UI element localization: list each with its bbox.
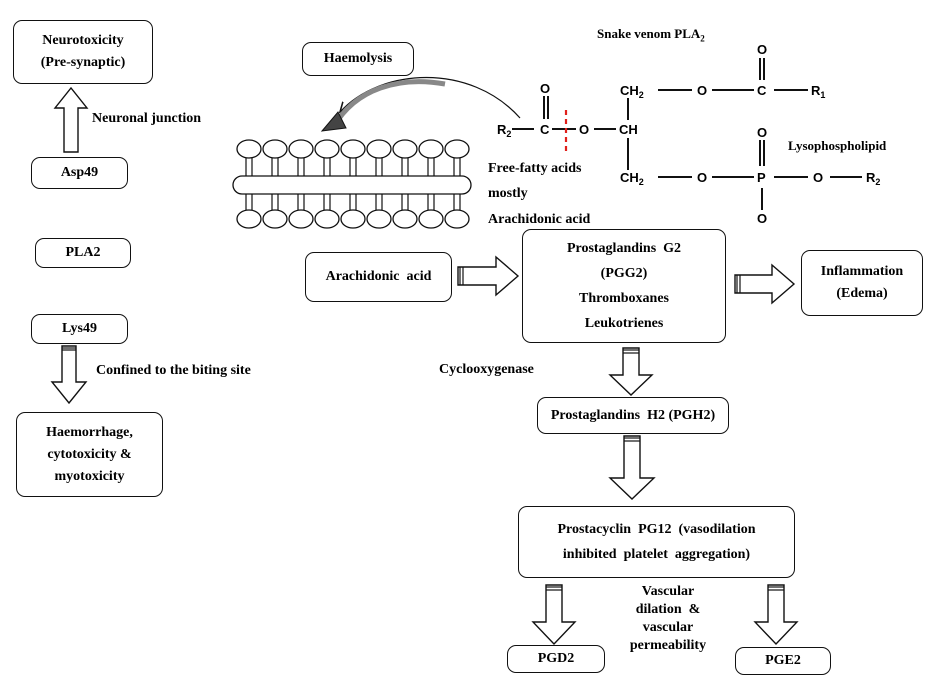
arachidonic-acid-label: Arachidonic acid — [325, 269, 432, 284]
down-arrow-cyclooxygenase — [608, 347, 654, 396]
cyclooxygenase-label: Cyclooxygenase — [439, 362, 534, 377]
atom-r2-left: R2 — [497, 122, 511, 139]
pla2-label: PLA2 — [65, 245, 101, 260]
pg-line1: Prostaglandins G2 — [566, 241, 682, 256]
haemolysis-arrows — [320, 77, 521, 132]
haemolysis-label: Haemolysis — [323, 51, 393, 66]
down-arrow-pge2 — [753, 584, 799, 646]
vascular-line1: Vascular — [641, 584, 695, 599]
pgh2-box: Prostaglandins H2 (PGH2) — [537, 397, 729, 434]
atom-c-left: C — [540, 122, 550, 137]
right-arrow-arachidonic — [457, 255, 520, 297]
vascular-line4: permeability — [629, 638, 707, 653]
down-arrow-confined — [50, 345, 88, 405]
haemorrhage-line2: cytotoxicity & — [47, 446, 132, 462]
right-arrow-inflammation — [734, 263, 796, 305]
free-fatty-line3: Arachidonic acid — [488, 212, 591, 227]
atom-labels: R2 C O O CH CH2 CH2 O C O R1 O P O O O R… — [497, 42, 880, 226]
pg-line3: Thromboxanes — [579, 291, 669, 306]
haemorrhage-line3: myotoxicity — [54, 468, 125, 484]
neuronal-junction-label: Neuronal junction — [92, 111, 202, 126]
free-fatty-line1: Free-fatty acids — [488, 161, 582, 176]
phospholipid-structure — [512, 58, 862, 210]
atom-c-top-chain: C — [757, 83, 767, 98]
prostacyclin-line1: Prostacyclin PG12 (vasodilation — [557, 522, 756, 537]
vascular-line3: vascular — [642, 620, 694, 635]
pg-line2: (PGG2) — [600, 266, 648, 281]
atom-o-phosphate-right: O — [813, 170, 823, 185]
pgd2-box: PGD2 — [507, 645, 605, 673]
pla2-box: PLA2 — [35, 238, 131, 268]
down-arrow-pgh2 — [608, 435, 656, 500]
atom-ch2-top: CH2 — [620, 83, 644, 100]
lysophospholipid-label: Lysophospholipid — [788, 138, 887, 153]
atom-o-bottom-chain: O — [697, 170, 707, 185]
pge2-label: PGE2 — [765, 653, 801, 668]
neurotoxicity-line2: (Pre-synaptic) — [40, 55, 126, 70]
vascular-label: Vascular dilation & vascular permeabilit… — [618, 583, 718, 655]
cell-membrane — [232, 139, 472, 229]
atom-ch: CH — [619, 122, 638, 137]
prostaglandins-g2-box: Prostaglandins G2 (PGG2) Thromboxanes Le… — [522, 229, 726, 343]
atom-p: P — [757, 170, 766, 185]
atom-r1: R1 — [811, 83, 825, 100]
pgh2-label: Prostaglandins H2 (PGH2) — [550, 407, 716, 423]
inflammation-line2: (Edema) — [836, 286, 888, 301]
atom-o-bridge: O — [579, 122, 589, 137]
down-arrow-pgd2 — [531, 584, 577, 646]
asp49-box: Asp49 — [31, 157, 128, 189]
asp49-label: Asp49 — [60, 165, 99, 180]
haemolysis-box: Haemolysis — [302, 42, 414, 76]
snake-venom-sub: 2 — [700, 33, 705, 44]
neurotoxicity-box: Neurotoxicity (Pre-synaptic) — [13, 20, 153, 84]
vascular-line2: dilation & — [635, 602, 701, 617]
atom-o-top-chain: O — [697, 83, 707, 98]
haemorrhage-box: Haemorrhage, cytotoxicity & myotoxicity — [16, 412, 163, 497]
inflammation-line1: Inflammation — [820, 264, 904, 279]
up-arrow-neuronal — [53, 86, 89, 153]
prostacyclin-box: Prostacyclin PG12 (vasodilation inhibite… — [518, 506, 795, 578]
atom-o-left-top: O — [540, 81, 550, 96]
confined-label: Confined to the biting site — [96, 363, 251, 378]
pgd2-label: PGD2 — [537, 651, 575, 666]
atom-o-phosphate-bottom: O — [757, 211, 767, 226]
pge2-box: PGE2 — [735, 647, 831, 675]
neurotoxicity-line1: Neurotoxicity — [42, 33, 124, 48]
atom-o-phosphate-top: O — [757, 125, 767, 140]
lys49-label: Lys49 — [61, 321, 97, 336]
inflammation-box: Inflammation (Edema) — [801, 250, 923, 316]
atom-o-top-carbonyl: O — [757, 42, 767, 57]
atom-ch2-bottom: CH2 — [620, 170, 644, 187]
snake-venom-label: Snake venom PLA2 — [597, 26, 705, 44]
atom-r2-right: R2 — [866, 170, 880, 187]
snake-venom-text: Snake venom PLA — [597, 26, 701, 41]
prostacyclin-line2: inhibited platelet aggregation) — [562, 547, 751, 562]
pg-line4: Leukotrienes — [584, 316, 664, 331]
lys49-box: Lys49 — [31, 314, 128, 344]
haemorrhage-line1: Haemorrhage, — [46, 424, 133, 440]
arachidonic-acid-box: Arachidonic acid — [305, 252, 452, 302]
free-fatty-line2: mostly — [488, 186, 528, 201]
